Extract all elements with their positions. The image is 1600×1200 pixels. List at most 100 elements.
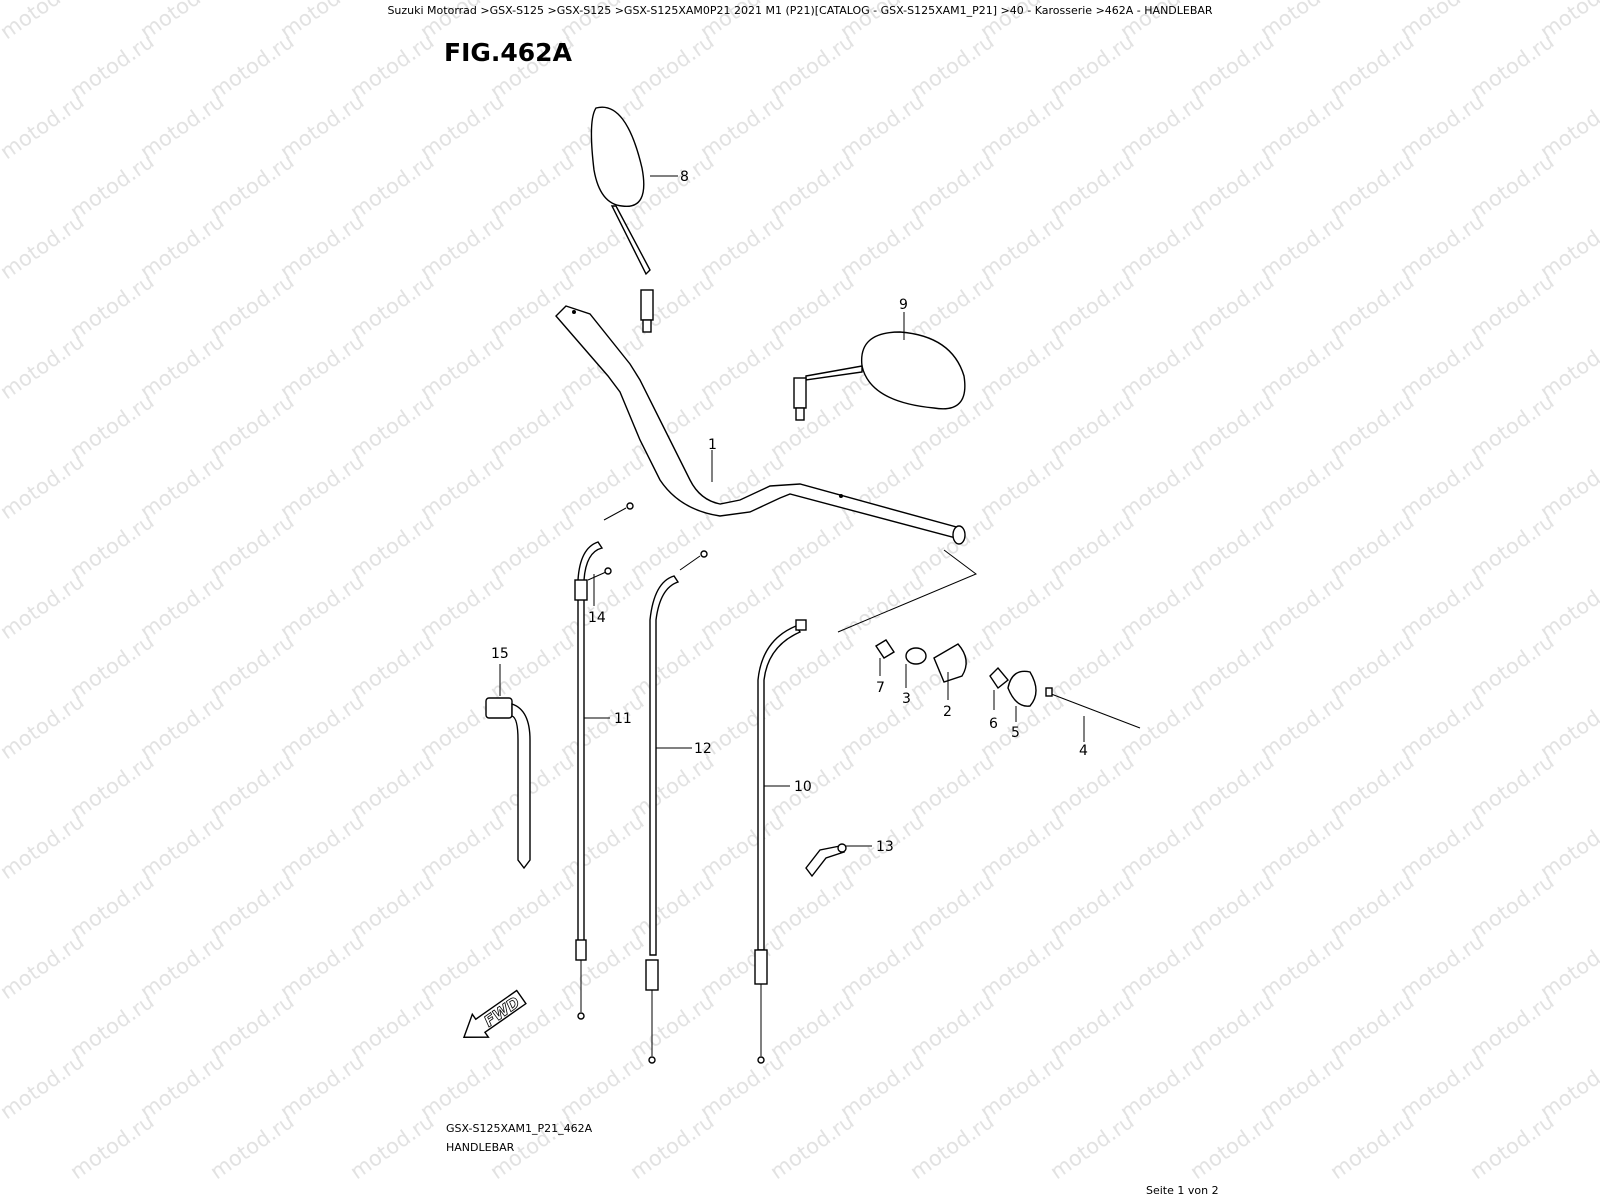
- watermark-text: motod.ru: [346, 869, 439, 944]
- watermark-text: motod.ru: [1396, 929, 1489, 1004]
- watermark-text: motod.ru: [1396, 329, 1489, 404]
- watermark-text: motod.ru: [626, 1109, 719, 1184]
- watermark-text: motod.ru: [346, 629, 439, 704]
- watermark-text: motod.ru: [276, 449, 369, 524]
- watermark-text: motod.ru: [976, 1049, 1069, 1124]
- watermark-text: motod.ru: [1326, 1109, 1419, 1184]
- watermark-text: motod.ru: [1466, 29, 1559, 104]
- watermark-text: motod.ru: [1466, 269, 1559, 344]
- page-indicator: Seite 1 von 2: [1146, 1184, 1219, 1197]
- watermark-text: motod.ru: [696, 329, 789, 404]
- watermark-text: motod.ru: [1186, 509, 1279, 584]
- watermark-text: motod.ru: [0, 689, 88, 764]
- watermark-text: motod.ru: [486, 509, 579, 584]
- watermark-text: motod.ru: [1466, 629, 1559, 704]
- watermark-text: motod.ru: [206, 989, 299, 1064]
- watermark-text: motod.ru: [206, 149, 299, 224]
- watermark-text: motod.ru: [1396, 809, 1489, 884]
- watermark-text: motod.ru: [486, 989, 579, 1064]
- clutch-cable-10[interactable]: [754, 619, 807, 1064]
- watermark-text: motod.ru: [1046, 1109, 1139, 1184]
- watermark-text: motod.ru: [1396, 209, 1489, 284]
- watermark-text: motod.ru: [66, 989, 159, 1064]
- mirror-left-part[interactable]: [590, 106, 654, 333]
- callout-1: 1: [708, 437, 717, 453]
- watermark-text: motod.ru: [906, 149, 999, 224]
- watermark-text: motod.ru: [1116, 329, 1209, 404]
- callout-3: 3: [902, 691, 911, 707]
- watermark-text: motod.ru: [836, 1049, 929, 1124]
- watermark-text: motod.ru: [766, 509, 859, 584]
- watermark-text: motod.ru: [1466, 989, 1559, 1064]
- watermark-text: motod.ru: [976, 809, 1069, 884]
- watermark-text: motod.ru: [696, 809, 789, 884]
- watermark-text: motod.ru: [0, 209, 88, 284]
- watermark-text: motod.ru: [1256, 929, 1349, 1004]
- screw-14-part[interactable]: [587, 567, 612, 581]
- watermark-text: motod.ru: [1256, 1049, 1349, 1124]
- watermark-text: motod.ru: [0, 1049, 88, 1124]
- watermark-text: motod.ru: [1326, 29, 1419, 104]
- watermark-text: motod.ru: [766, 869, 859, 944]
- watermark-text: motod.ru: [136, 329, 229, 404]
- watermark-text: motod.ru: [136, 689, 229, 764]
- watermark-text: motod.ru: [906, 989, 999, 1064]
- throttle-cable-12[interactable]: [645, 550, 708, 1064]
- callout-13: 13: [876, 839, 894, 855]
- watermark-text: motod.ru: [206, 389, 299, 464]
- watermark-text: motod.ru: [1326, 629, 1419, 704]
- watermark-text: motod.ru: [626, 29, 719, 104]
- watermark-text: motod.ru: [206, 629, 299, 704]
- watermark-text: motod.ru: [1466, 389, 1559, 464]
- watermark-text: motod.ru: [626, 869, 719, 944]
- grip-weight-assembly[interactable]: [837, 549, 1141, 729]
- watermark-text: motod.ru: [346, 989, 439, 1064]
- watermark-text: motod.ru: [136, 569, 229, 644]
- callout-7: 7: [876, 680, 885, 696]
- watermark-text: motod.ru: [486, 149, 579, 224]
- mirror-right-part[interactable]: [793, 331, 966, 421]
- watermark-text: motod.ru: [346, 149, 439, 224]
- watermark-text: motod.ru: [1046, 869, 1139, 944]
- watermark-text: motod.ru: [1256, 569, 1349, 644]
- callout-9: 9: [899, 297, 908, 313]
- watermark-text: motod.ru: [1186, 29, 1279, 104]
- watermark-text: motod.ru: [0, 929, 88, 1004]
- watermark-text: motod.ru: [1466, 149, 1559, 224]
- watermark-text: motod.ru: [1186, 389, 1279, 464]
- strap-15-part[interactable]: [485, 697, 531, 870]
- watermark-text: motod.ru: [1046, 629, 1139, 704]
- watermark-text: motod.ru: [1256, 329, 1349, 404]
- watermark-text: motod.ru: [136, 449, 229, 524]
- watermark-text: motod.ru: [1326, 989, 1419, 1064]
- watermark-text: motod.ru: [836, 569, 929, 644]
- watermark-text: motod.ru: [416, 809, 509, 884]
- throttle-cable-11[interactable]: [574, 502, 634, 1020]
- watermark-text: motod.ru: [1256, 689, 1349, 764]
- watermark-text: motod.ru: [906, 269, 999, 344]
- watermark-text: motod.ru: [346, 29, 439, 104]
- watermark-text: motod.ru: [416, 329, 509, 404]
- clamp-13-part[interactable]: [805, 843, 847, 878]
- watermark-text: motod.ru: [1466, 869, 1559, 944]
- watermark-text: motod.ru: [556, 929, 649, 1004]
- watermark-text: motod.ru: [276, 689, 369, 764]
- callout-4: 4: [1079, 743, 1088, 759]
- watermark-text: motod.ru: [1116, 689, 1209, 764]
- watermark-text: motod.ru: [136, 89, 229, 164]
- watermark-text: motod.ru: [1326, 149, 1419, 224]
- handlebar-part[interactable]: [555, 305, 966, 545]
- watermark-text: motod.ru: [1466, 749, 1559, 824]
- watermark-text: motod.ru: [1186, 149, 1279, 224]
- watermark-text: motod.ru: [1116, 449, 1209, 524]
- watermark-text: motod.ru: [66, 29, 159, 104]
- watermark-text: motod.ru: [1116, 1049, 1209, 1124]
- watermark-text: motod.ru: [766, 749, 859, 824]
- watermark-text: motod.ru: [486, 869, 579, 944]
- watermark-text: motod.ru: [626, 629, 719, 704]
- watermark-text: motod.ru: [416, 569, 509, 644]
- watermark-text: motod.ru: [66, 629, 159, 704]
- watermark-text: motod.ru: [1186, 1109, 1279, 1184]
- watermark-text: motod.ru: [486, 389, 579, 464]
